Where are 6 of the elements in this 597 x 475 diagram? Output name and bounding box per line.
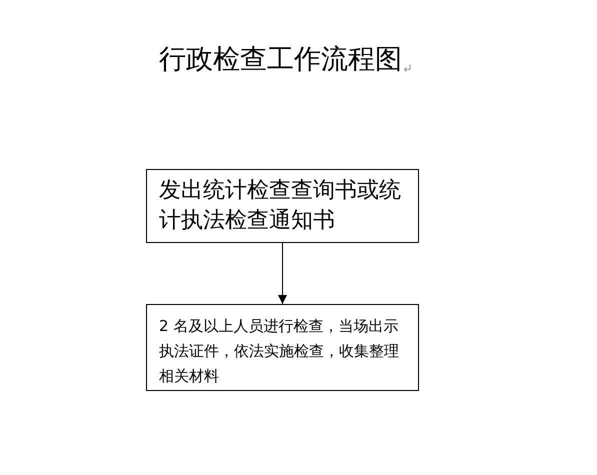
arrow <box>278 242 287 304</box>
diagram-title: 行政检查工作流程图 <box>159 43 402 77</box>
step-text: 2 名及以上人员进行检查，当场出示执法证件，依法实施检查，收集整理相关材料 <box>159 316 400 387</box>
process-box <box>146 169 419 243</box>
process-box <box>146 304 419 391</box>
step-text: 发出统计检查查询书或统计执法检查通知书 <box>159 177 402 235</box>
